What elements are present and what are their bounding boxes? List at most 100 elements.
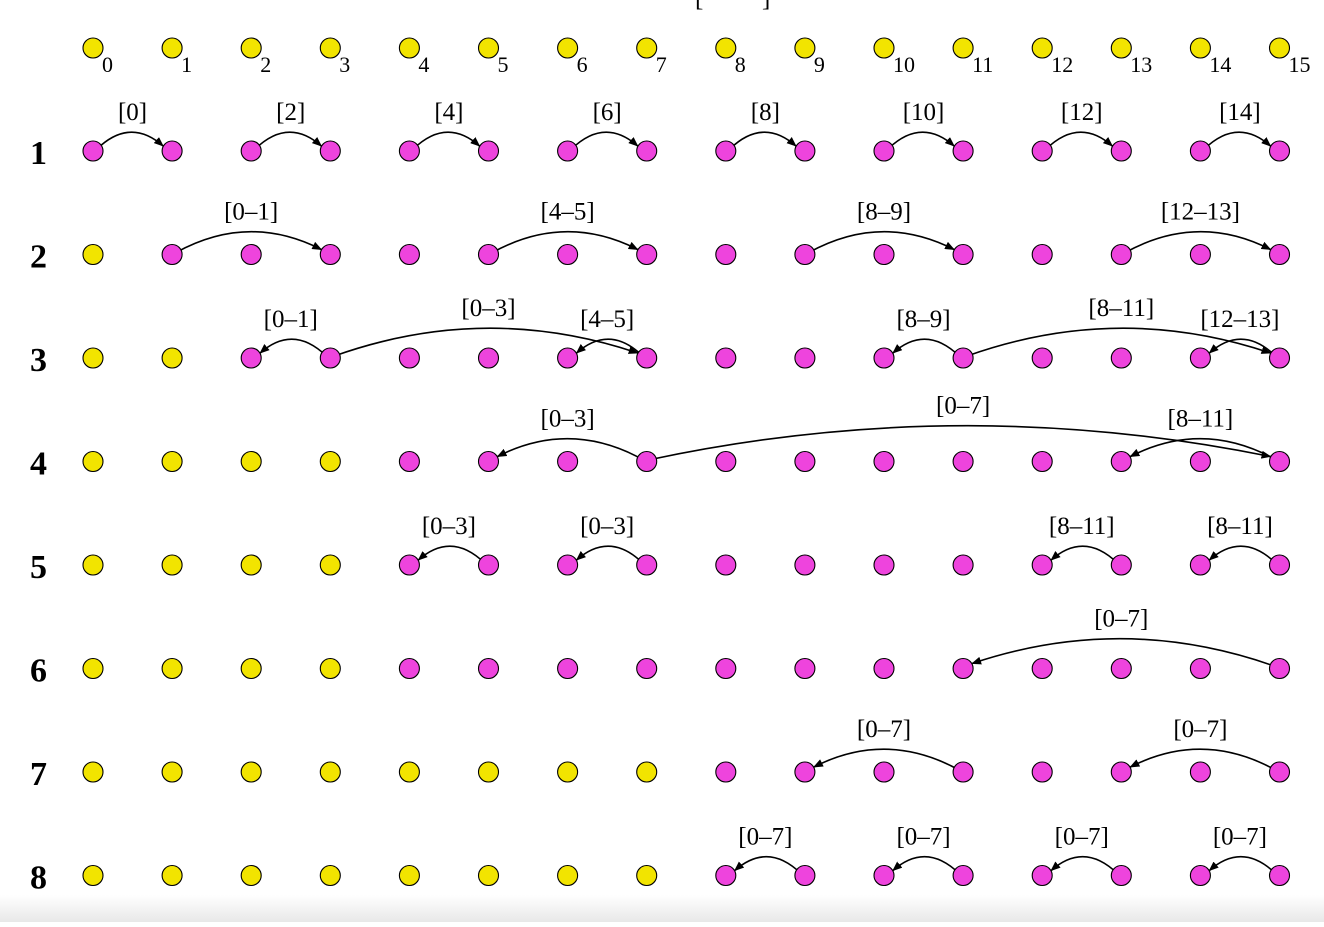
active-node	[477, 450, 500, 473]
idle-node	[82, 864, 104, 887]
active-node	[1268, 657, 1291, 680]
active-node	[794, 243, 816, 266]
edge-label: [0]	[118, 99, 147, 126]
edge-label: [8–11]	[1207, 513, 1273, 540]
active-node	[240, 347, 262, 369]
edge-arc	[734, 855, 802, 875]
active-node	[1268, 347, 1291, 369]
edge-arc	[971, 637, 1276, 668]
idle-node	[398, 864, 420, 887]
active-node	[715, 554, 737, 576]
header-node-0	[82, 37, 104, 59]
active-node	[873, 140, 895, 162]
active-node	[1268, 140, 1291, 162]
edge-label: [8–9]	[857, 199, 911, 226]
active-node	[1268, 450, 1291, 473]
active-node	[715, 140, 737, 162]
active-node	[794, 864, 816, 887]
active-node	[1031, 140, 1053, 162]
idle-node	[477, 864, 500, 887]
edge-label: [0–7]	[1173, 716, 1227, 743]
active-node	[1110, 243, 1132, 266]
edge-label: [0–3]	[422, 513, 476, 540]
edge-label: [4]	[434, 99, 463, 126]
header-index-label: 3	[339, 52, 350, 77]
active-node	[1268, 243, 1291, 266]
edge-arc	[96, 131, 164, 150]
active-node	[398, 140, 420, 162]
edge-arc	[1045, 131, 1114, 150]
header-index-label: 7	[656, 52, 667, 77]
active-node	[398, 243, 420, 266]
edge-arc	[1129, 437, 1276, 461]
active-node	[794, 761, 816, 783]
header-index-label: 9	[814, 52, 825, 77]
edge-arc	[1124, 230, 1272, 254]
step-label: 2	[30, 239, 47, 276]
edge-arc	[575, 338, 644, 357]
edge-arc	[892, 338, 960, 357]
active-node	[715, 657, 737, 680]
active-node	[1031, 450, 1053, 473]
edge-label: [2]	[276, 99, 305, 126]
idle-node	[161, 554, 183, 576]
header-index-label: 13	[1130, 52, 1152, 77]
idle-node	[240, 864, 262, 887]
active-node	[715, 450, 737, 473]
edge-label: [0–1]	[264, 306, 318, 333]
header-index-label: 4	[418, 52, 429, 77]
active-node	[477, 140, 500, 162]
step-row-5: 5[0–3][0–3][8–11][8–11]	[30, 513, 1291, 586]
edge-arc	[729, 131, 797, 150]
edge-label: [0–7]	[1213, 824, 1267, 851]
edge-label: [6]	[593, 99, 622, 126]
step-row-6: 6[0–7]	[30, 606, 1291, 690]
active-node	[873, 450, 895, 473]
edge-arc	[1129, 748, 1276, 771]
active-node	[952, 657, 974, 680]
active-node	[1031, 657, 1053, 680]
active-node	[1189, 243, 1211, 266]
active-node	[636, 347, 658, 369]
header-index-label: 8	[735, 52, 746, 77]
edge-label: [0–1]	[224, 199, 278, 226]
active-node	[715, 243, 737, 266]
idle-node	[161, 761, 183, 783]
header-node-4	[398, 37, 420, 59]
edge-arc	[1208, 338, 1277, 357]
idle-node	[161, 450, 183, 473]
active-node	[873, 864, 895, 887]
edge-label: [12]	[1061, 99, 1103, 126]
active-node	[1110, 761, 1132, 783]
header-node-7	[636, 37, 658, 59]
active-node	[952, 140, 974, 162]
idle-node	[319, 450, 341, 473]
edge-arc	[1203, 131, 1272, 150]
edge-arc	[417, 545, 486, 564]
edge-label: [8]	[751, 99, 780, 126]
idle-node	[557, 761, 579, 783]
active-node	[1268, 761, 1291, 783]
active-node	[1110, 657, 1132, 680]
header-node-14	[1189, 37, 1211, 59]
active-node	[794, 554, 816, 576]
active-node	[1189, 761, 1211, 783]
idle-node	[240, 761, 262, 783]
active-node	[557, 347, 579, 369]
idle-node	[82, 554, 104, 576]
edge-label: [0–7]	[896, 824, 950, 851]
active-node	[1268, 554, 1291, 576]
header-index-label: 6	[577, 52, 588, 77]
active-node	[82, 140, 104, 162]
active-node	[715, 761, 737, 783]
header-node-3	[319, 37, 341, 59]
active-node	[873, 657, 895, 680]
edge-arc	[1208, 545, 1277, 564]
edge-label: [0–7]	[1094, 606, 1148, 633]
header-node-11	[952, 37, 974, 59]
active-node	[873, 243, 895, 266]
header-node-5	[477, 37, 500, 59]
idle-node	[240, 657, 262, 680]
